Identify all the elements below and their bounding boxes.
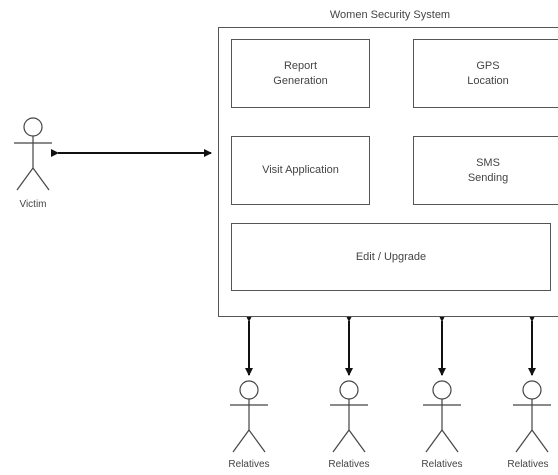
use-case-gps-location: GPS Location xyxy=(413,39,558,108)
relative-label-3: Relatives xyxy=(421,459,463,470)
system-title: Women Security System xyxy=(329,9,451,21)
relative-actor-icon-3 xyxy=(423,380,461,453)
relative-actor-icon-2 xyxy=(330,380,368,453)
use-case-visit-application: Visit Application xyxy=(231,136,370,205)
relative-label-2: Relatives xyxy=(328,459,370,470)
victim-label: Victim xyxy=(19,199,47,210)
relative-actor-icon-1 xyxy=(230,380,268,453)
use-case-report-generation: Report Generation xyxy=(231,39,370,108)
relative-label-1: Relatives xyxy=(228,459,270,470)
relative-label-4: Relatives xyxy=(507,459,549,470)
victim-actor-icon xyxy=(14,117,52,191)
relative-actor-icon-4 xyxy=(513,380,551,453)
use-case-sms-sending: SMS Sending xyxy=(413,136,558,205)
use-case-edit-upgrade: Edit / Upgrade xyxy=(231,223,551,291)
